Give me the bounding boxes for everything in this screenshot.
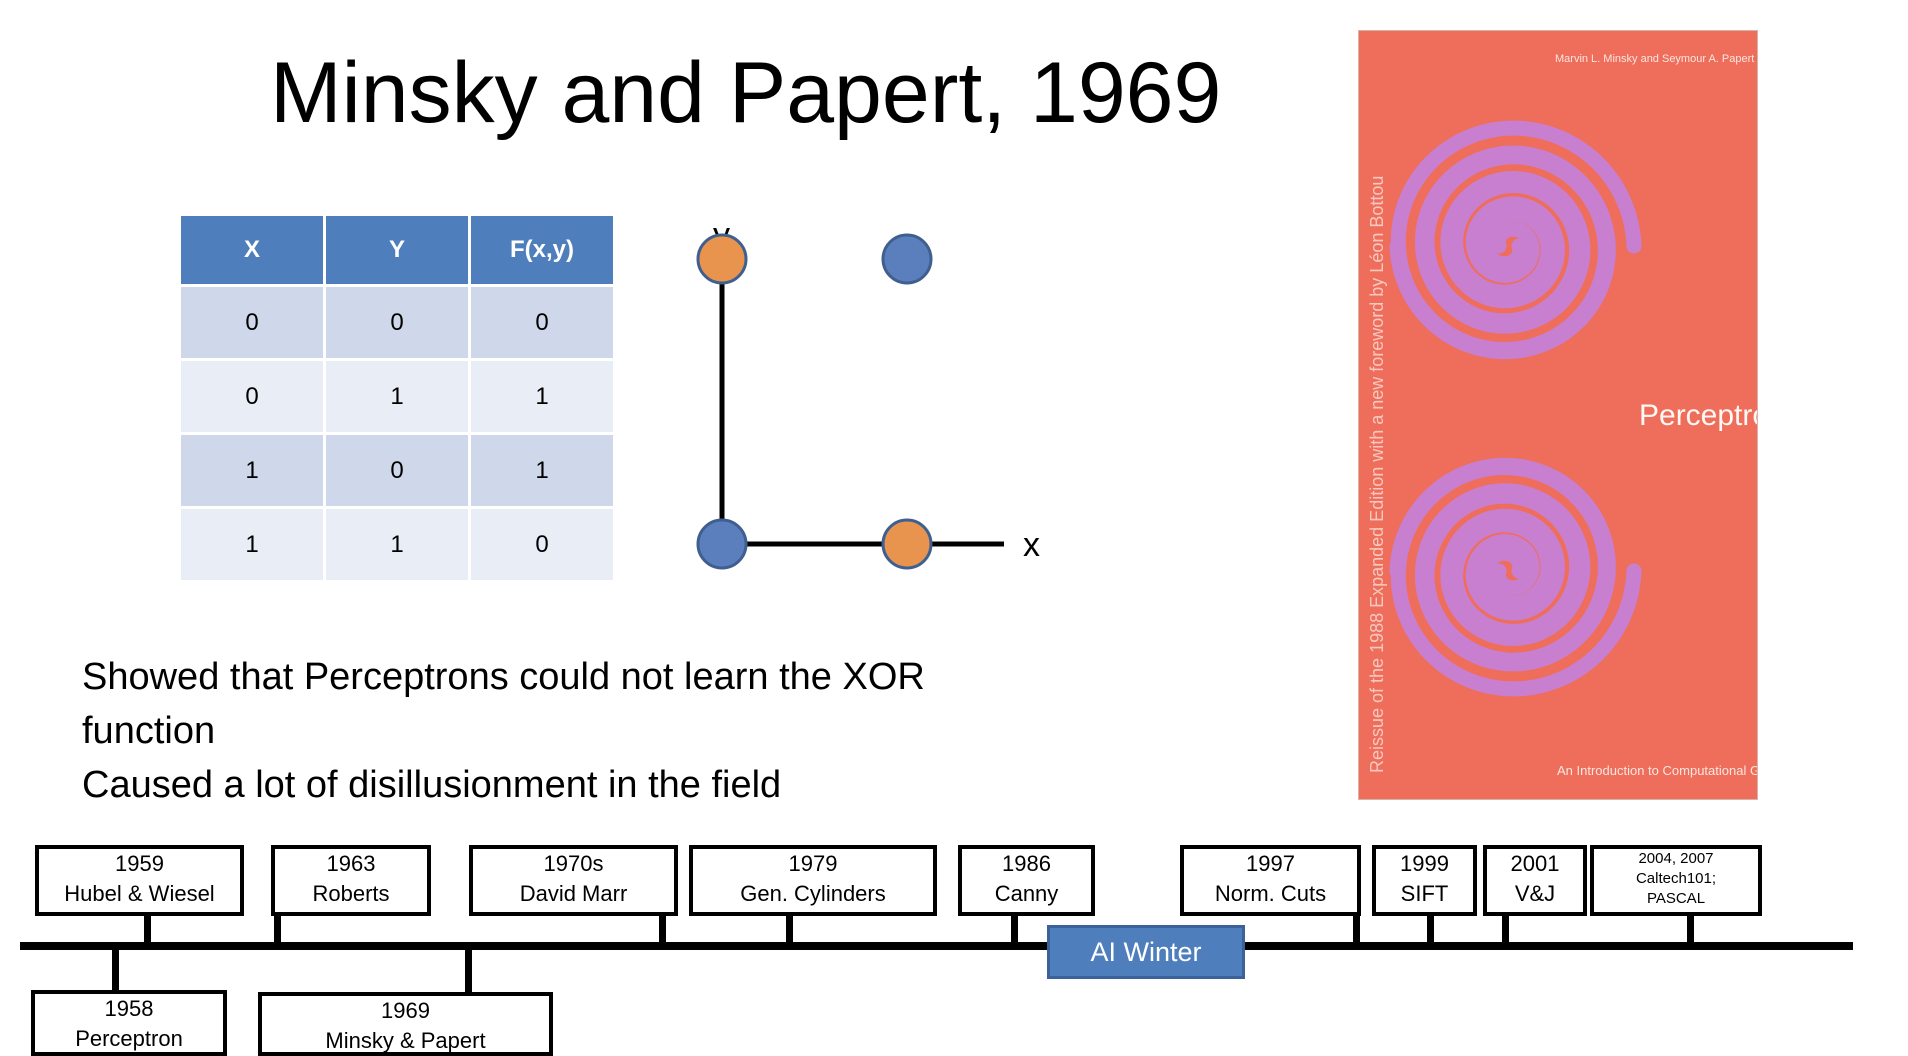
column-header-y: Y [326,216,468,284]
timeline-event-1969: 1969 Minsky & Papert [258,992,553,1056]
timeline-axis [20,942,1853,950]
event-year: 1979 [788,851,838,876]
event-label: Minsky & Papert [325,1028,486,1053]
event-label: Roberts [312,881,390,906]
timeline-stem [465,948,472,994]
timeline-event-1999: 1999 SIFT [1372,845,1477,916]
timeline-stem [786,916,793,944]
spiral-illustration [1389,120,1642,697]
ai-winter-label: AI Winter [1047,925,1245,979]
event-label: Perceptron [75,1026,183,1051]
event-label: Gen. Cylinders [740,881,886,906]
event-label: Caltech101; [1635,870,1717,887]
xor-plot: y x [696,216,1040,570]
table-cell: 0 [181,361,323,432]
timeline-event-2001: 2001 V&J [1483,845,1587,916]
timeline-stem [1011,916,1018,944]
table-cell: 1 [471,361,613,432]
timeline-event-1958: 1958 Perceptron [31,990,227,1056]
plot-point [696,518,748,570]
timeline-stem [1353,916,1360,944]
table-row: 1 0 1 [181,435,613,506]
timeline-event-1963: 1963 Roberts [271,845,431,916]
event-label: Hubel & Wiesel [64,881,215,906]
event-label: PASCAL [1646,890,1706,907]
event-year: 1986 [1002,851,1051,876]
table-cell: 1 [181,509,323,580]
book-authors: Marvin L. Minsky and Seymour A. Papert [1555,53,1755,65]
spiral-path [1389,457,1616,672]
book-title: Perceptrons [1639,399,1757,432]
event-year: 1969 [381,998,430,1023]
slide-title: Minsky and Papert, 1969 [270,45,1222,141]
event-year: 1959 [115,851,164,876]
event-year: 1963 [326,851,376,876]
timeline-event-1997: 1997 Norm. Cuts [1180,845,1361,916]
body-text: Showed that Perceptrons could not learn … [82,650,1042,812]
plot-point [881,233,933,285]
table-row: 0 0 0 [181,287,613,358]
timeline-event-2004-2007: 2004, 2007 Caltech101; PASCAL [1590,845,1762,916]
column-header-x: X [181,216,323,284]
timeline-stem [1427,916,1434,944]
plot-points [696,233,933,570]
spiral-path [1389,145,1616,360]
table-cell: 0 [326,435,468,506]
timeline-stem [659,916,666,944]
plot-point [881,518,933,570]
event-label: Canny [994,881,1059,906]
book-cover: Marvin L. Minsky and Seymour A. Papert R… [1358,30,1758,800]
event-year: 1958 [104,996,154,1021]
table-cell: 0 [471,509,613,580]
table-cell: 0 [326,287,468,358]
timeline-stem [1502,916,1509,944]
event-year: 2004, 2007 [1638,850,1714,867]
event-label: Norm. Cuts [1214,881,1327,906]
timeline-stem [112,948,119,992]
event-year: 1970s [543,851,604,876]
body-line: function [82,710,216,752]
body-line: Showed that Perceptrons could not learn … [82,656,925,698]
timeline-stem [144,916,151,944]
timeline-stem [274,916,281,944]
timeline-event-1959: 1959 Hubel & Wiesel [35,845,244,916]
timeline-event-1970s: 1970s David Marr [469,845,678,916]
event-label: V&J [1514,881,1556,906]
timeline-stem [1687,916,1694,944]
table-cell: 1 [181,435,323,506]
table-cell: 1 [326,509,468,580]
event-year: 1997 [1246,851,1295,876]
event-year: 2001 [1510,851,1560,876]
book-side-text: Reissue of the 1988 Expanded Edition wit… [1367,175,1387,773]
timeline-event-1986: 1986 Canny [958,845,1095,916]
xor-truth-table: X Y F(x,y) 0 0 0 0 1 1 1 0 1 1 1 0 [178,213,616,583]
table-row: 1 1 0 [181,509,613,580]
column-header-f: F(x,y) [471,216,613,284]
table-header-row: X Y F(x,y) [181,216,613,284]
x-axis-label: x [1023,526,1040,564]
event-label: SIFT [1400,881,1449,906]
table-cell: 1 [471,435,613,506]
table-cell: 0 [471,287,613,358]
timeline-event-1979: 1979 Gen. Cylinders [689,845,937,916]
event-year: 1999 [1400,851,1449,876]
book-subtitle: An Introduction to Computational Geometr… [1557,763,1757,778]
table-cell: 0 [181,287,323,358]
event-label: David Marr [519,881,628,906]
plot-point [696,233,748,285]
table-cell: 1 [326,361,468,432]
table-row: 0 1 1 [181,361,613,432]
body-line: Caused a lot of disillusionment in the f… [82,764,782,806]
